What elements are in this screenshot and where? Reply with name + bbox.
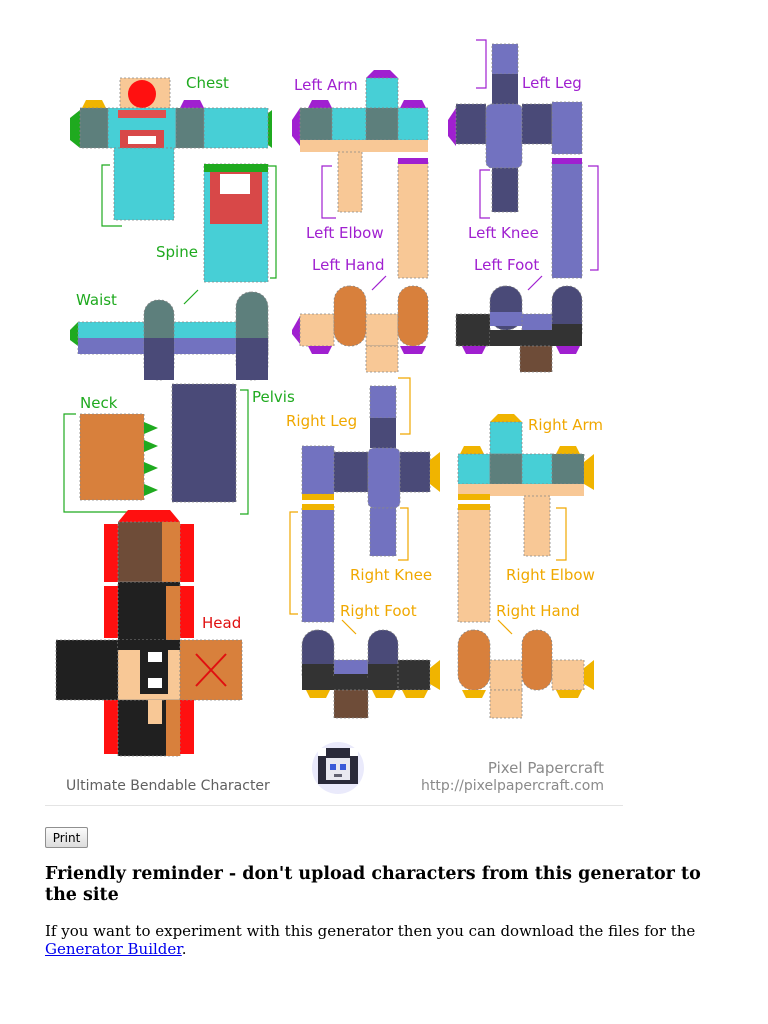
- label-spine: Spine: [156, 243, 198, 261]
- label-chest: Chest: [186, 74, 229, 92]
- left-leg-part: [448, 39, 599, 279]
- label-left-foot: Left Foot: [474, 256, 539, 274]
- label-right-foot: Right Foot: [340, 602, 417, 620]
- right-hand-part: [457, 619, 594, 719]
- label-right-knee: Right Knee: [350, 566, 432, 584]
- left-arm-part: [292, 70, 429, 279]
- info-paragraph: If you want to experiment with this gene…: [45, 922, 735, 958]
- right-foot-part: [301, 619, 440, 719]
- label-left-knee: Left Knee: [468, 224, 539, 242]
- label-left-hand: Left Hand: [312, 256, 385, 274]
- right-leg-part: [289, 377, 440, 623]
- brand-name: Pixel Papercraft: [488, 759, 604, 777]
- label-right-elbow: Right Elbow: [506, 566, 595, 584]
- label-right-leg: Right Leg: [286, 412, 357, 430]
- sheet-title: Ultimate Bendable Character: [66, 778, 270, 794]
- neck-part: [63, 413, 158, 513]
- label-left-arm: Left Arm: [294, 76, 358, 94]
- left-hand-part: [292, 275, 429, 373]
- info-text: If you want to experiment with this gene…: [45, 922, 696, 940]
- separator: [45, 805, 623, 806]
- label-waist: Waist: [76, 291, 117, 309]
- pelvis-part: [171, 383, 249, 515]
- label-neck: Neck: [80, 394, 118, 412]
- right-arm-part: [457, 414, 594, 623]
- head-part: [55, 510, 243, 757]
- left-foot-part: [455, 275, 583, 373]
- generator-builder-link[interactable]: Generator Builder: [45, 940, 182, 958]
- label-right-arm: Right Arm: [528, 416, 603, 434]
- label-right-hand: Right Hand: [496, 602, 580, 620]
- chest-part: [70, 77, 277, 283]
- brand-url: http://pixelpapercraft.com: [421, 778, 604, 794]
- info-text-end: .: [181, 940, 187, 958]
- waist-part: [70, 289, 269, 381]
- papercraft-sheet: .cut { stroke:#888; stroke-width:0.8; st…: [55, 39, 604, 794]
- label-head: Head: [202, 614, 241, 632]
- label-pelvis: Pelvis: [252, 388, 295, 406]
- print-button[interactable]: Print: [45, 827, 88, 848]
- label-left-leg: Left Leg: [522, 74, 582, 92]
- reminder-heading: Friendly reminder - don't upload charact…: [45, 864, 701, 905]
- pixel-avatar-icon: [312, 742, 364, 794]
- label-left-elbow: Left Elbow: [306, 224, 384, 242]
